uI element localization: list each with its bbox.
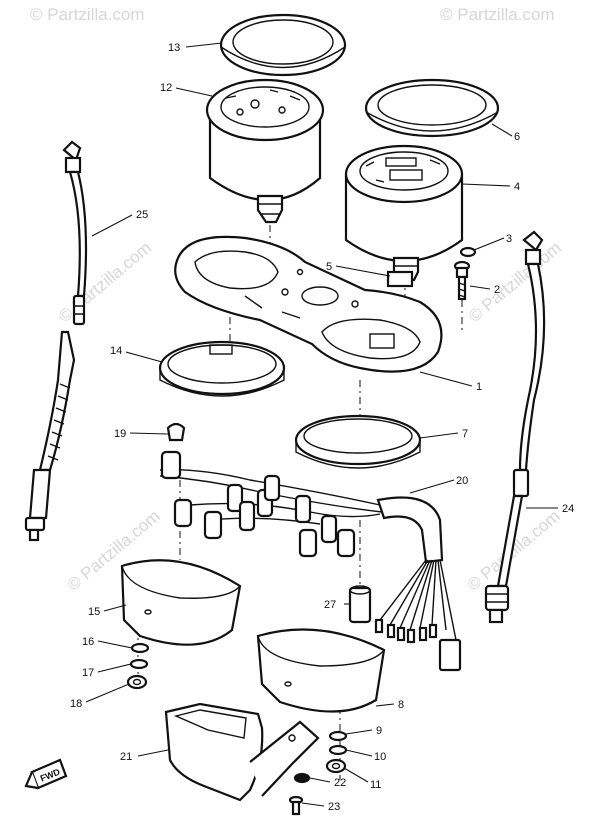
callout-22: 22 (334, 777, 346, 789)
callout-21: 21 (120, 751, 132, 763)
gasket-ring-14[interactable] (158, 340, 286, 397)
washer-16[interactable] (130, 642, 150, 654)
callout-2: 2 (494, 284, 500, 296)
bezel-ring-13[interactable] (219, 13, 347, 77)
callout-15: 15 (88, 606, 100, 618)
bulb-19[interactable] (166, 422, 186, 442)
callout-12: 12 (160, 82, 172, 94)
speedometer-cable-25[interactable] (24, 140, 88, 542)
callout-11: 11 (370, 779, 381, 791)
callout-6: 6 (514, 131, 520, 143)
callout-24: 24 (562, 503, 574, 515)
meter-case-15[interactable] (120, 559, 242, 646)
gasket-ring-7[interactable] (294, 414, 422, 469)
callout-4: 4 (514, 181, 520, 193)
tube-27[interactable] (348, 585, 372, 624)
watermark: © Partzilla.com (30, 5, 145, 24)
callout-labels: 13 12 6 4 3 2 5 1 14 7 19 20 24 25 27 15… (70, 42, 574, 813)
callout-3: 3 (506, 233, 512, 245)
callout-14: 14 (110, 345, 122, 357)
washer-17[interactable] (129, 658, 149, 670)
callout-17: 17 (82, 667, 94, 679)
bezel-ring-6[interactable] (364, 78, 500, 138)
speedometer-12[interactable] (205, 78, 325, 224)
tachometer-cable-24[interactable] (484, 230, 546, 624)
washer-10[interactable] (328, 744, 348, 756)
lower-cover-21[interactable] (164, 702, 320, 802)
grommet-22[interactable] (293, 772, 311, 784)
callout-1: 1 (476, 381, 482, 393)
watermark: © Partzilla.com (55, 238, 155, 326)
tachometer-4[interactable] (344, 144, 464, 282)
callout-25: 25 (136, 209, 148, 221)
bolt-2[interactable] (453, 260, 471, 301)
callout-27: 27 (324, 599, 336, 611)
washer-9[interactable] (328, 730, 348, 742)
callout-9: 9 (376, 725, 382, 737)
leader-lines (85, 42, 558, 807)
callout-18: 18 (70, 698, 82, 710)
callout-13: 13 (168, 42, 180, 54)
gasket-3[interactable] (459, 246, 477, 258)
connector-5[interactable] (386, 270, 414, 288)
watermark: © Partzilla.com (465, 238, 565, 326)
callout-5: 5 (326, 261, 332, 273)
watermark: © Partzilla.com (440, 5, 555, 24)
callout-20: 20 (456, 475, 468, 487)
screw-23[interactable] (288, 795, 304, 816)
callout-8: 8 (398, 699, 404, 711)
socket-harness-20[interactable] (159, 450, 462, 672)
callout-19: 19 (114, 428, 126, 440)
callout-16: 16 (82, 636, 94, 648)
callout-7: 7 (462, 428, 468, 440)
forward-direction-indicator: FWD (24, 758, 68, 790)
callout-23: 23 (328, 801, 340, 813)
meter-case-8[interactable] (256, 628, 386, 713)
wire-leads (374, 559, 462, 672)
nut-18[interactable] (126, 674, 148, 690)
callout-10: 10 (374, 751, 386, 763)
meter-bracket-1[interactable] (174, 235, 443, 373)
nut-11[interactable] (325, 758, 347, 774)
bulb-socket (160, 450, 356, 558)
